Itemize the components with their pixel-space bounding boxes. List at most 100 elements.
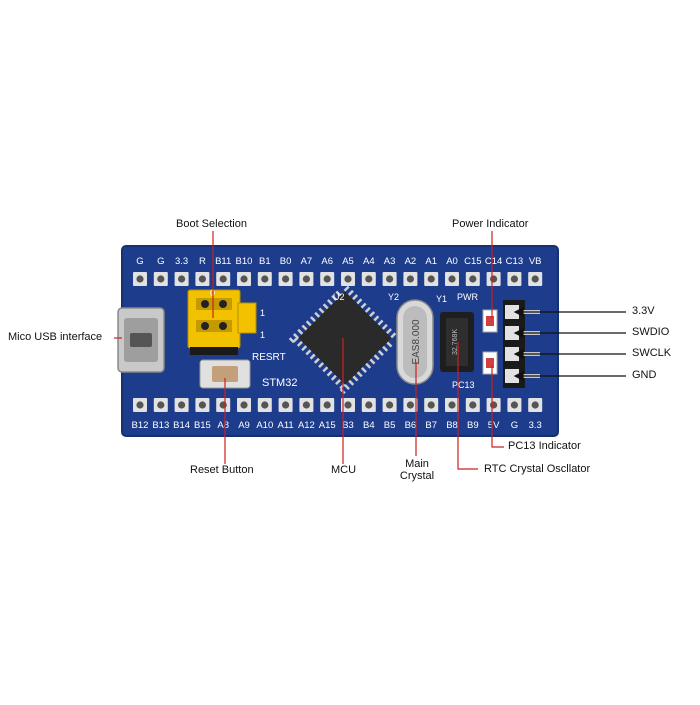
mcu-leg: [352, 294, 359, 301]
mcu-leg: [296, 340, 303, 347]
bottom-pin-label: B5: [384, 420, 396, 431]
crystal-marking: EAS8.000: [411, 319, 422, 364]
bottom-pin-pad-hole: [344, 401, 352, 409]
swd-pad: [505, 326, 519, 340]
mcu-chip: [288, 285, 397, 395]
callout-swdio: SWDIO: [632, 326, 670, 338]
top-pin-label: A4: [363, 256, 375, 267]
callout-boot-selection: Boot Selection: [176, 218, 247, 230]
mcu-legs: [288, 285, 397, 395]
bottom-pin-pad-hole: [427, 401, 435, 409]
bottom-pin-pad-hole: [365, 401, 373, 409]
bottom-pin-label: A10: [256, 420, 273, 431]
callout-reset-button: Reset Button: [190, 464, 254, 476]
mcu-leg: [356, 371, 363, 378]
swd-header-body: [503, 300, 525, 388]
bottom-pin-label: 3.3: [529, 420, 542, 431]
top-pin-pad-hole: [344, 275, 352, 283]
top-pin-pad-hole: [406, 275, 414, 283]
leader-rtc: [457, 342, 478, 470]
top-pin-pad-hole: [448, 275, 456, 283]
bottom-pin-label: B7: [425, 420, 437, 431]
mcu-leg: [326, 299, 333, 306]
mcu-leg: [373, 315, 380, 322]
top-pin-label: B1: [259, 256, 271, 267]
bottom-pin-label: B13: [152, 420, 169, 431]
swd-pad: [505, 305, 519, 319]
mcu-leg: [305, 349, 312, 356]
bottom-pin-pad-hole: [282, 401, 290, 409]
mcu-leg: [390, 332, 397, 339]
top-pin-label: G: [157, 256, 164, 267]
mcu-leg: [377, 350, 384, 357]
pc13-led: [482, 351, 498, 375]
top-pin-pad-hole: [469, 275, 477, 283]
bottom-pin-pad-hole: [219, 401, 227, 409]
power-led: [482, 309, 498, 333]
top-pin-pad-hole: [490, 275, 498, 283]
boot-label-1a: 1: [260, 308, 265, 318]
bottom-pin-pad-hole: [323, 401, 331, 409]
mcu-leg: [301, 345, 308, 352]
mcu-leg: [326, 370, 333, 377]
mcu-leg: [386, 328, 393, 335]
mcu-leg: [343, 383, 350, 390]
top-pin-label: C14: [485, 256, 502, 267]
mcu-leg: [369, 311, 376, 318]
bottom-pin-pad-hole: [136, 401, 144, 409]
bottom-pin-label: B15: [194, 420, 211, 431]
callout-main-crystal-line2: Crystal: [399, 470, 435, 482]
top-pin-label: B11: [215, 256, 231, 267]
pwr-silkscreen: PWR: [457, 292, 478, 302]
bottom-pin-pad-hole: [198, 401, 206, 409]
bottom-pin-label: B14: [173, 420, 190, 431]
bottom-pin-label: 5V: [488, 420, 500, 431]
leader-lines: [114, 231, 504, 470]
bottom-pin-pad-hole: [531, 401, 539, 409]
bottom-pin-pad-hole: [261, 401, 269, 409]
rtc-marking: 32.768K: [452, 329, 459, 355]
boot-label-1b: 1: [260, 330, 265, 340]
mcu-leg: [343, 285, 350, 292]
top-pin-pad-hole: [136, 275, 144, 283]
bottom-pin-pad-hole: [510, 401, 518, 409]
top-pin-pad-hole: [198, 275, 206, 283]
stm32-silkscreen: STM32: [262, 377, 297, 389]
top-pin-label: R: [199, 256, 206, 267]
bottom-pin-pad-hole: [490, 401, 498, 409]
mcu-leg: [313, 357, 320, 364]
bottom-pin-pad-hole: [157, 401, 165, 409]
mcu-leg: [348, 379, 355, 386]
top-pin-label: B0: [280, 256, 292, 267]
bottom-pin-label: A15: [319, 420, 336, 431]
bottom-pin-pad-hole: [386, 401, 394, 409]
top-pin-pad-hole: [178, 275, 186, 283]
bottom-pin-label: B12: [132, 420, 149, 431]
main-crystal-component: [396, 299, 434, 385]
mcu-leg: [386, 341, 393, 348]
swd-arrows: [513, 307, 626, 381]
callout-main-crystal-line1: Main: [405, 458, 429, 470]
callout-rtc: RTC Crystal Oscllator: [484, 463, 591, 475]
top-pin-label: VB: [529, 256, 542, 267]
mcu-leg: [369, 358, 376, 365]
top-pin-pad-hole: [157, 275, 165, 283]
mcu-leg: [322, 303, 329, 310]
bottom-pin-label: A9: [238, 420, 250, 431]
bottom-pin-label: A8: [217, 420, 229, 431]
mcu-leg: [360, 366, 367, 374]
mcu-leg: [309, 316, 317, 323]
rtc-crystal-component: [440, 312, 474, 372]
mcu-leg: [356, 298, 363, 305]
swd-pad: [505, 347, 519, 361]
micro-usb-connector: [117, 307, 165, 373]
mcu-leg: [330, 374, 337, 381]
bottom-pin-pad-hole: [448, 401, 456, 409]
top-pin-pad-hole: [261, 275, 269, 283]
bottom-pin-pad-hole: [302, 401, 310, 409]
callout-3v3: 3.3V: [632, 305, 655, 317]
mcu-leg: [314, 311, 321, 318]
callout-usb: Mico USB interface: [8, 331, 103, 343]
